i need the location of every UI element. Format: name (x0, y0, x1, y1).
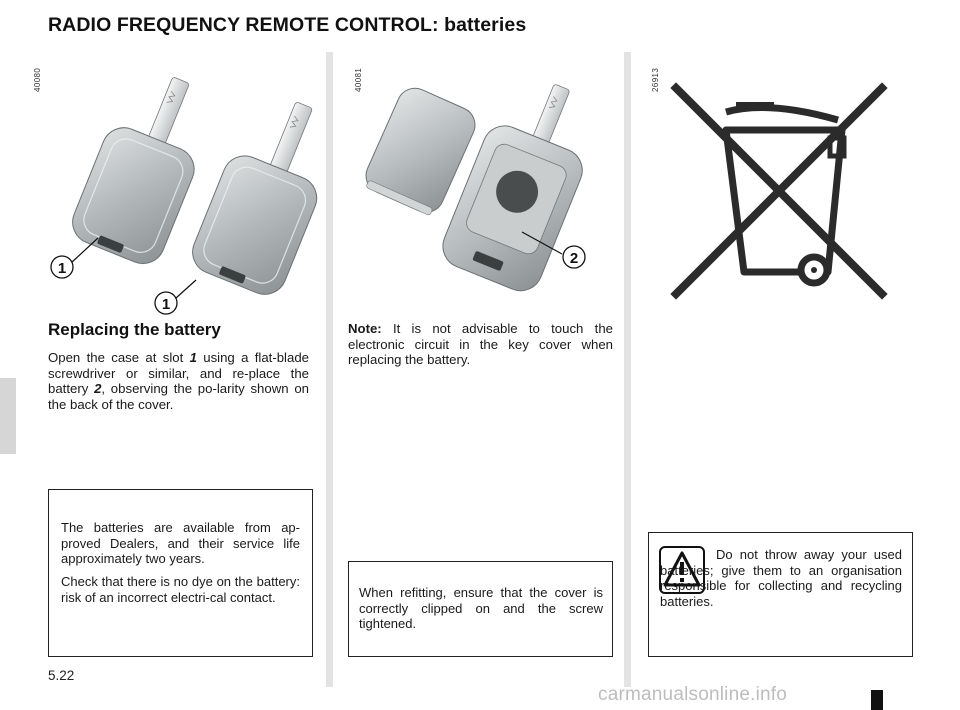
chapter-tab (0, 378, 16, 454)
slot-reference: 1 (189, 350, 197, 365)
key-cover (365, 87, 476, 216)
page-number: 5.22 (48, 668, 75, 683)
disposal-warning-text: Do not throw away your used batteries; g… (660, 547, 902, 609)
refitting-text: When refitting, ensure that the cover is… (359, 585, 603, 631)
note-paragraph: Note: It is not advisable to touch the e… (348, 321, 613, 368)
column-separator (624, 52, 631, 687)
corner-mark (871, 690, 883, 710)
key-remote-1 (72, 77, 195, 265)
refitting-info-box: When refitting, ensure that the cover is… (348, 561, 613, 657)
figure-code: 26913 (651, 67, 660, 92)
column-separator (326, 52, 333, 687)
page-title: RADIO FREQUENCY REMOTE CONTROL: batterie… (48, 14, 527, 36)
battery-availability-text: The batteries are available from ap-prov… (61, 520, 300, 566)
key-remotes-illustration: 1 1 (50, 77, 318, 315)
callout-slot-1: 1 (58, 260, 66, 277)
note-label: Note: (348, 321, 382, 336)
battery-dye-text: Check that there is no dye on the batter… (61, 574, 300, 605)
watermark: carmanualsonline.info (598, 684, 788, 705)
opened-key-illustration: 2 (365, 84, 586, 292)
key-body-open (442, 84, 583, 292)
battery-reference: 2 (94, 381, 102, 397)
callout-slot-1: 1 (162, 296, 170, 313)
replacement-instructions: Open the case at slot 1 using a flat-bla… (48, 350, 309, 412)
warning-triangle-icon (659, 546, 705, 594)
battery-info-box: The batteries are available from ap-prov… (48, 489, 313, 657)
battery-disposal-warning: Do not throw away your used batteries; g… (648, 532, 913, 657)
crossed-out-bin-icon (670, 82, 888, 300)
callout-battery-2: 2 (570, 250, 578, 267)
section-heading: Replacing the battery (48, 320, 221, 339)
key-remote-2 (192, 102, 318, 295)
